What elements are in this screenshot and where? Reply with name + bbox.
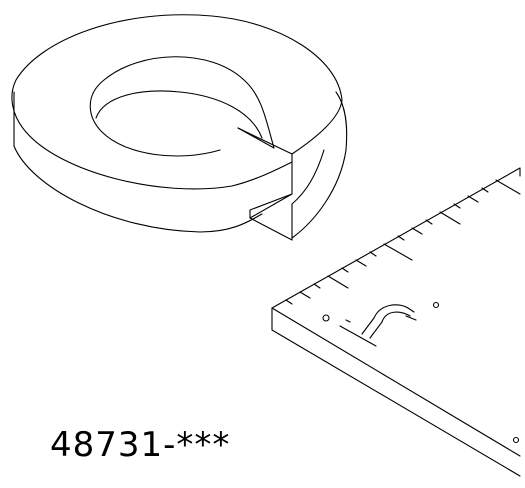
split-lock-washer [11,14,348,241]
part-number-label: 48731-*** [50,425,231,465]
washer-outer-top-edge [11,14,343,190]
washer-outer-right-side [291,91,348,239]
ruler-top-front-edge [271,307,521,457]
ruler-hole-right [432,301,440,309]
washer-inner-hole [89,56,275,157]
ruler-unit-glyph [339,304,417,347]
washer-outer-bottom-edge [13,91,263,233]
washer-right-bottom-edge [291,149,325,205]
washer-split-lower-face [249,193,293,219]
ruler-top-face [271,167,521,309]
isometric-ruler [271,167,521,477]
washer-split-front-face [237,127,293,241]
ruler-hole-corner [512,436,520,444]
ruler-near-edge [271,307,521,477]
ruler-hole-left [322,314,330,322]
ruler-ticks [285,179,521,305]
washer-inner-hole-wall [95,90,263,139]
